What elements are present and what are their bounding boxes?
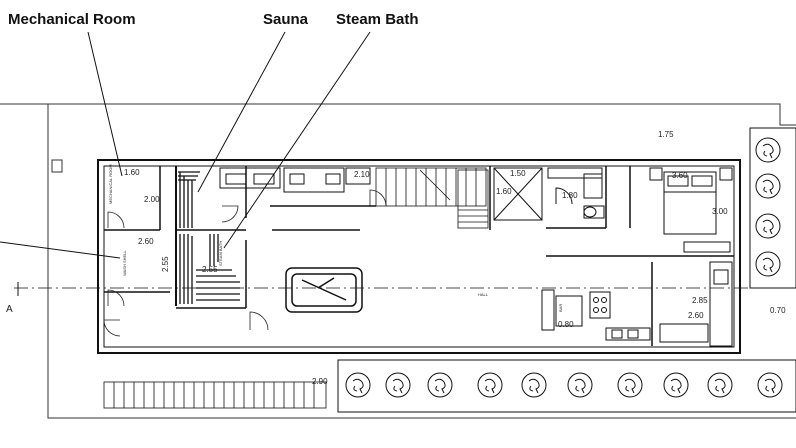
dim-260: 2.60 [138,237,154,246]
callout-steam-bath: Steam Bath [336,11,419,28]
tree-symbol [427,372,453,398]
staircase [375,167,489,229]
section-marker-a: A [6,304,13,315]
kitchen-counter [589,261,733,347]
bar-counter [541,289,583,331]
bathroom-fixtures [555,173,605,219]
tree-symbol [755,213,781,239]
leader-steam-bath [223,31,371,249]
label-left-room: WASH SHELL [122,250,127,276]
entrance-stairs [103,381,327,409]
tree-symbol [477,372,503,398]
label-steam: STEAM BATH [218,241,223,266]
terrace-right [749,127,796,289]
label-hall: HALL [478,292,489,297]
tree-symbol [521,372,547,398]
dim-070: 0.70 [770,306,786,315]
sauna-bench [178,171,200,228]
tree-symbol [755,251,781,277]
tree-symbol [345,372,371,398]
dim-255-a: 2.55 [161,256,170,272]
leader-sauna [197,31,286,193]
upper-fixtures [219,167,371,193]
building-outer-wall [97,159,741,354]
dim-360: 3.60 [672,171,688,180]
leader-mechanical-room [87,31,123,177]
dim-285: 2.85 [692,296,708,305]
dim-175: 1.75 [658,130,674,139]
tree-symbol [663,372,689,398]
elevator-shaft [493,167,603,221]
tree-row [345,137,783,398]
callout-mechanical-room: Mechanical Room [8,11,136,28]
dim-150: 1.50 [510,169,526,178]
tree-symbol [567,372,593,398]
dim-180: 1.80 [562,191,578,200]
label-bar: BAR [558,304,563,312]
tree-symbol [755,173,781,199]
tree-symbol [707,372,733,398]
tree-symbol [617,372,643,398]
callout-sauna: Sauna [263,11,309,28]
dim-200: 2.00 [144,195,160,204]
tree-symbol [757,372,783,398]
dim-080: 0.80 [558,320,574,329]
bed [649,167,733,235]
tree-symbol [755,137,781,163]
corner-pier [51,159,63,173]
leader-left [0,241,121,259]
door-swings [103,189,387,337]
jacuzzi [285,267,363,313]
dim-300: 3.00 [712,207,728,216]
dim-160-left: 1.60 [124,168,140,177]
dim-260-kitchen: 2.60 [688,311,704,320]
dim-255-b: 2.55 [202,265,218,274]
dim-160-center: 1.60 [496,187,512,196]
dim-290: 2.90 [312,377,328,386]
tree-symbol [385,372,411,398]
property-boundary [0,103,796,419]
dim-210: 2.10 [354,170,370,179]
label-mechanical-room: MECHANICAL ROOM [108,164,113,204]
wardrobe [683,241,731,253]
terrace-lower [337,359,796,413]
